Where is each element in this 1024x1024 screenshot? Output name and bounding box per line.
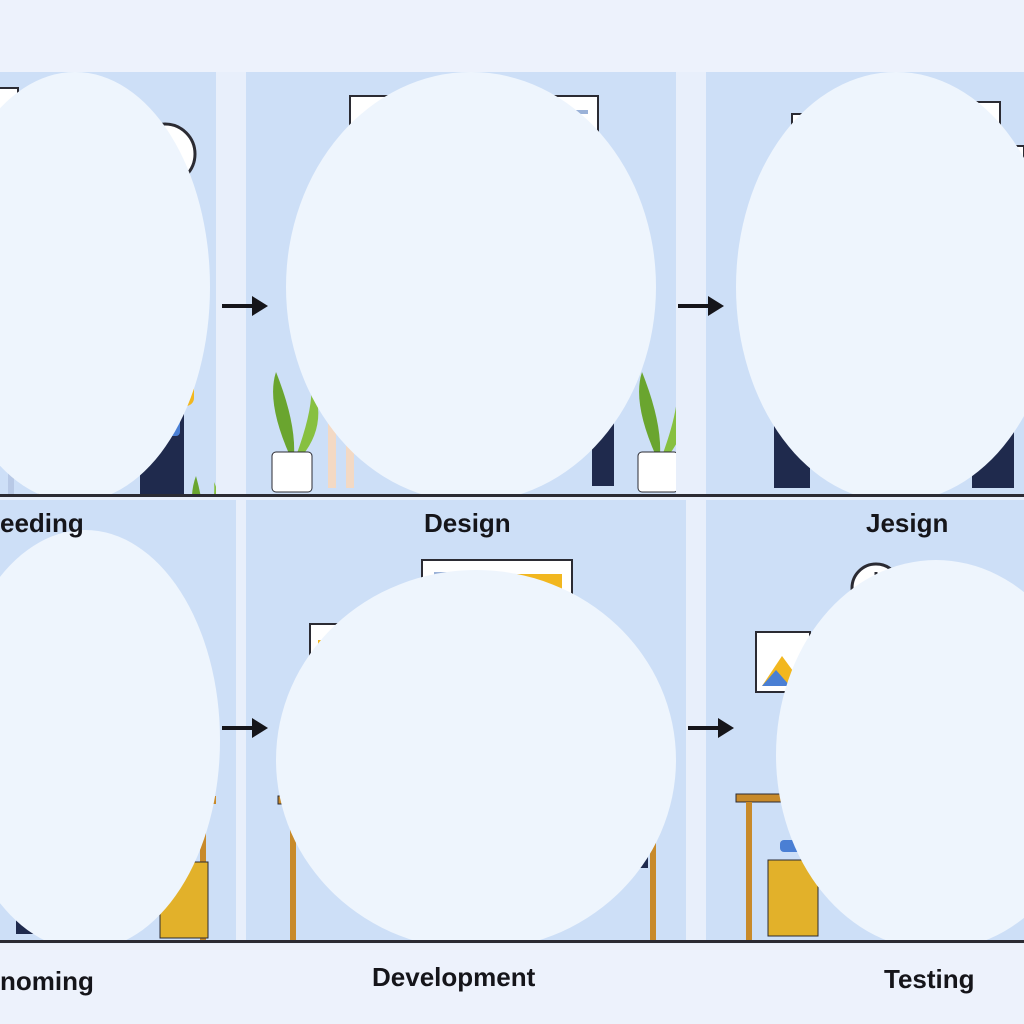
stage-panel-planning (0, 72, 216, 496)
arrow-right-icon (678, 296, 724, 316)
stage-label-prototyping: noming (0, 966, 94, 996)
panel-halo (776, 560, 1024, 942)
bottom-band (0, 944, 1024, 1024)
stage-label-planning: eeding (0, 508, 84, 538)
panel-halo (736, 72, 1024, 496)
top-band (0, 0, 1024, 72)
stage-label-testing: Testing (884, 964, 975, 994)
floor-line (0, 494, 1024, 497)
stage-panel-testing (706, 500, 1024, 942)
plant-icon (191, 476, 216, 496)
stage-panel-prototyping (0, 500, 236, 942)
plant-icon (637, 372, 676, 493)
stage-panel-jesign (706, 72, 1024, 496)
stage-panel-design (246, 72, 676, 496)
arrow-right-icon (222, 296, 268, 316)
panel-halo (276, 570, 676, 942)
stage-label-design: Design (424, 508, 511, 538)
panel-halo (286, 72, 656, 496)
stage-label-development: Development (372, 962, 536, 992)
stage-panel-development (246, 500, 686, 942)
arrow-right-icon (688, 718, 734, 738)
floor-line (0, 940, 1024, 943)
stage-label-jesign: Jesign (866, 508, 949, 538)
arrow-right-icon (222, 718, 268, 738)
panel-halo (0, 72, 210, 496)
panel-halo (0, 530, 220, 942)
